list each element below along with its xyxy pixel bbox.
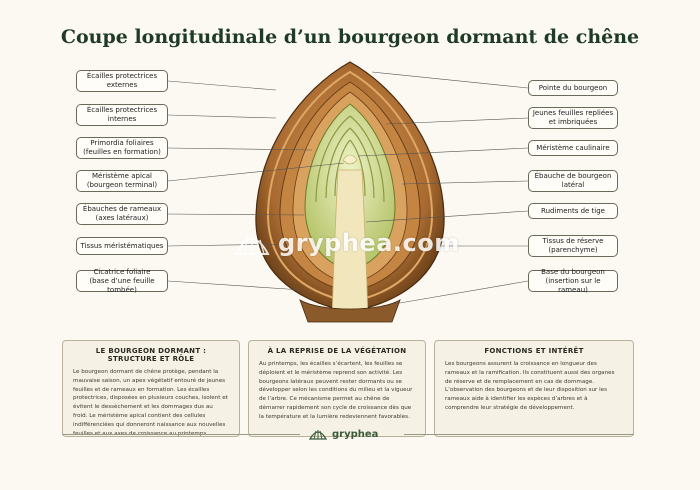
shell-icon [234,234,270,255]
label-leaf-scar: Cicatrice foliaire(base d’une feuille to… [76,268,168,294]
footer-logo: gryphea [308,424,398,444]
label-stem-rudiments: Rudiments de tige [528,203,618,219]
label-meristematic-tissue: Tissus méristématiques [76,237,168,255]
page-title: Coupe longitudinale d’un bourgeon dorman… [60,26,640,48]
label-branch-primordia: Ébauches de rameaux(axes latéraux) [76,203,168,225]
info-box-text: Les bourgeons assurent la croissance en … [445,361,615,411]
footer-divider-right [404,434,634,435]
info-box-text: Le bourgeon dormant de chêne protège, pe… [73,369,228,437]
shell-icon [308,430,328,440]
footer-divider-left [62,434,300,435]
footer-logo-text: gryphea [332,428,379,440]
apical-meristem [342,154,358,165]
label-leaf-primordia: Primordia foliaires(feuilles en formatio… [76,137,168,159]
label-apical-meristem: Méristème apical(bourgeon terminal) [76,170,168,192]
info-box-spring: À LA REPRISE DE LA VÉGÉTATION Au printem… [248,340,426,437]
info-box-text: Au printemps, les écailles s’écartent, l… [259,361,413,420]
info-box-structure: LE BOURGEON DORMANT : STRUCTURE ET RÔLE … [62,340,240,437]
info-box-title: À LA REPRISE DE LA VÉGÉTATION [267,347,407,355]
info-box-title: LE BOURGEON DORMANT : STRUCTURE ET RÔLE [95,347,207,363]
info-box-title: FONCTIONS ET INTÉRÊT [484,347,584,355]
watermark: gryphea.com [232,228,460,258]
bud-base [299,299,401,323]
info-box-functions: FONCTIONS ET INTÉRÊT Les bourgeons assur… [434,340,634,437]
label-stem-meristem: Méristème caulinaire [528,140,618,156]
label-bud-tip: Pointe du bourgeon [528,80,618,96]
watermark-text: gryphea.com [278,229,460,257]
label-bud-base: Base du bourgeon(insertion sur le rameau… [528,268,618,294]
label-reserve-tissue: Tissus de réserve(parenchyme) [528,235,618,257]
bud-cross-section [167,61,529,323]
